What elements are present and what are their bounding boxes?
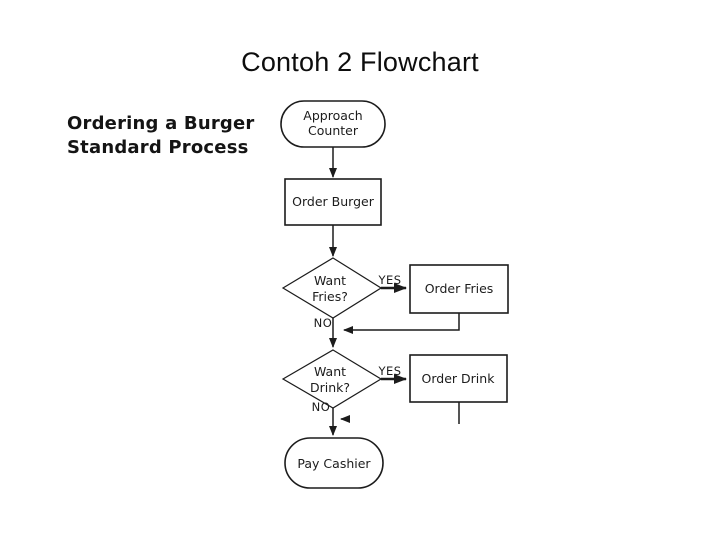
node-order-fries-label: Order Fries (425, 281, 494, 296)
node-start-label-line1: Approach (303, 108, 362, 123)
edge-label-drink-no: NO (312, 400, 331, 414)
node-start-label-line2: Counter (308, 123, 359, 138)
process-description-line1: Ordering a Burger (67, 113, 255, 134)
edge-order-fries-return (343, 313, 460, 334)
node-want-fries-label-line2: Fries? (312, 289, 348, 304)
node-want-drink-label-line2: Drink? (310, 380, 350, 395)
node-pay-cashier-label: Pay Cashier (297, 456, 371, 471)
node-order-drink-label: Order Drink (422, 371, 496, 386)
node-order-burger-label: Order Burger (292, 194, 375, 209)
node-want-drink-decision (281, 349, 383, 409)
node-want-fries-label-line1: Want (314, 273, 346, 288)
node-pay-cashier-terminator (284, 437, 384, 489)
edge-label-drink-yes: YES (377, 364, 401, 378)
process-description: Ordering a Burger Standard Process (67, 112, 254, 160)
process-description-line2: Standard Process (67, 137, 249, 158)
node-want-fries-decision (281, 257, 383, 319)
edge-label-fries-yes: YES (377, 273, 401, 287)
node-want-drink-label-line1: Want (314, 364, 346, 379)
edge-label-fries-no: NO (314, 316, 333, 330)
slide-title: Contoh 2 Flowchart (241, 47, 479, 77)
